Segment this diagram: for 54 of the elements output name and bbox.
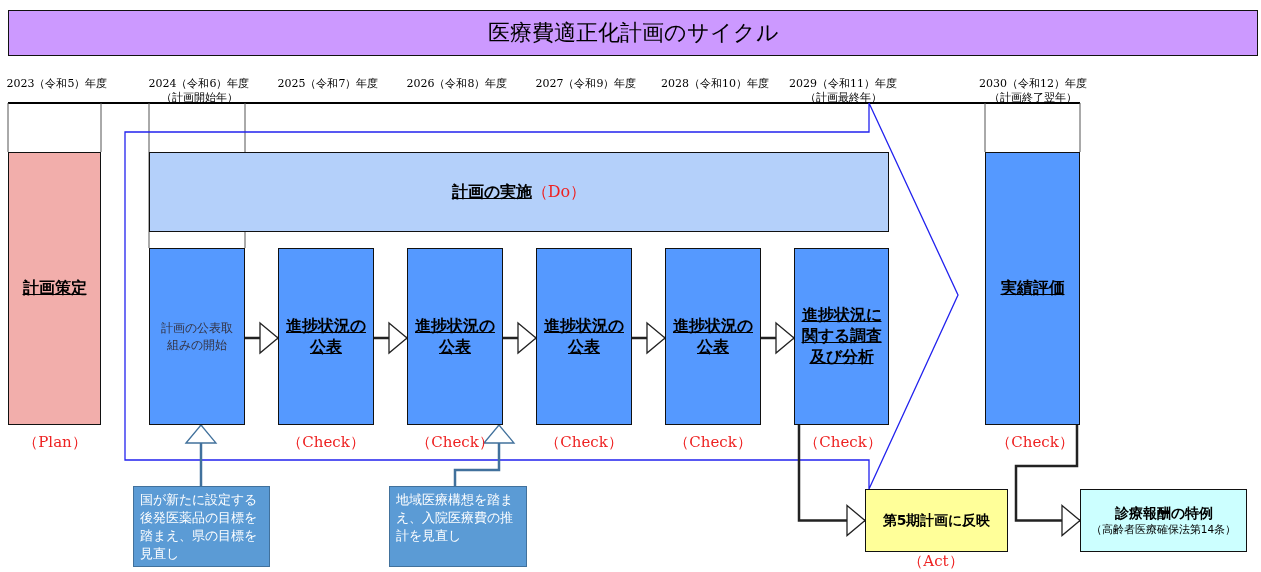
box-sublabel: （高齢者医療確保法第14条）: [1090, 522, 1237, 537]
action-box: [865, 489, 1008, 552]
box-label: 計画の公表取組みの開始: [160, 319, 234, 354]
phase-label: （Check）: [674, 433, 752, 452]
box-label: 進捗状況の公表: [543, 315, 625, 358]
note-text: 地域医療構想を踏まえ、入院医療費の推計を見直し: [396, 491, 514, 546]
process-box: [985, 152, 1080, 425]
action-box: [1080, 489, 1247, 552]
phase-band: [149, 152, 889, 232]
box-label: 進捗状況の公表: [414, 315, 496, 358]
year-label: 2023（令和5）年度: [6, 76, 108, 91]
title-text: 医療費適正化計画のサイクル: [487, 19, 779, 47]
box-label: 進捗状況に関する調査及び分析: [801, 305, 882, 368]
process-box: [149, 248, 245, 425]
arrow: [797, 425, 866, 537]
phase-label: （Check）: [545, 433, 623, 452]
arrow: [1014, 425, 1081, 537]
arrow: [503, 322, 537, 354]
box-label: 計画策定: [22, 278, 87, 299]
phase-label: （Plan）: [23, 433, 87, 452]
box-label: 進捗状況の公表: [672, 315, 754, 358]
phase-label: （Act）: [908, 552, 964, 571]
plan-box: [8, 152, 101, 425]
year-label: 2025（令和7）年度: [277, 76, 379, 91]
arrow: [245, 322, 279, 354]
box-label: 進捗状況の公表: [285, 315, 367, 358]
box-label: 計画の実施: [451, 181, 532, 203]
year-label: 2024（令和6）年度: [148, 76, 250, 91]
arrow: [185, 424, 217, 486]
box-label: 実績評価: [1000, 278, 1065, 299]
process-box: [665, 248, 761, 425]
phase-label: （Check）: [804, 433, 882, 452]
arrow: [632, 322, 666, 354]
note-box: [389, 486, 527, 567]
year-label: 2026（令和8）年度: [406, 76, 508, 91]
process-box: [278, 248, 374, 425]
box-label: 第5期計画に反映: [882, 511, 991, 530]
note-text: 国が新たに設定する後発医薬品の目標を踏まえ、県の目標を見直し: [140, 491, 258, 564]
process-box: [407, 248, 503, 425]
year-label: 2030（令和12）年度: [979, 76, 1087, 91]
process-box: [794, 248, 889, 425]
arrow: [761, 322, 795, 354]
process-box: [536, 248, 632, 425]
phase-label: （Check）: [996, 433, 1074, 452]
arrow: [453, 424, 515, 486]
phase-label: （Check）: [416, 433, 494, 452]
year-label: 2028（令和10）年度: [661, 76, 769, 91]
year-label: 2027（令和9）年度: [535, 76, 637, 91]
note-box: [133, 486, 270, 567]
box-label: 診療報酬の特例: [1114, 504, 1213, 523]
phase-label: （Check）: [287, 433, 365, 452]
phase-label: （Do）: [531, 181, 587, 203]
year-label: 2029（令和11）年度: [789, 76, 897, 91]
arrow: [374, 322, 408, 354]
